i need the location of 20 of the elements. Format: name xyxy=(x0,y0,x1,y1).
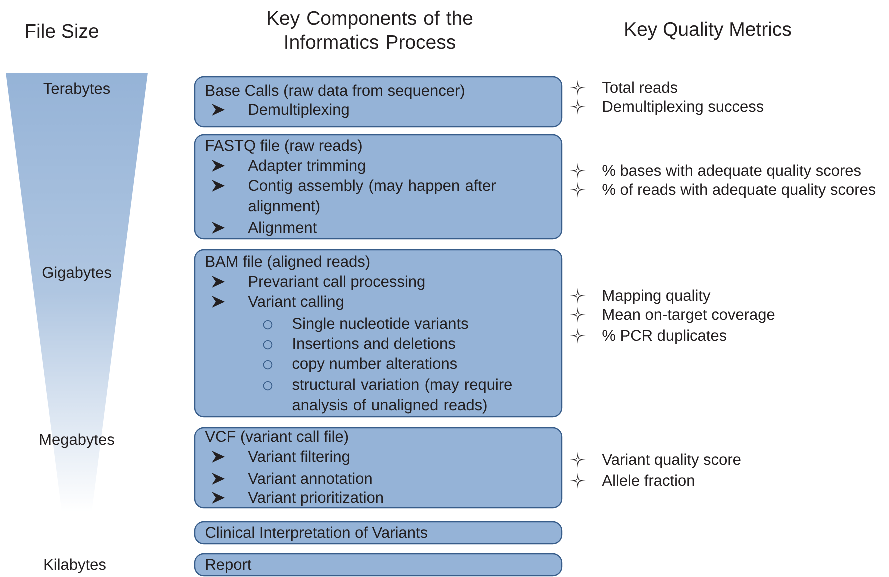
process-box: Base Calls (raw data from sequencer) Demultiplexing xyxy=(194,76,563,128)
metric-text: Demultiplexing success xyxy=(603,100,764,116)
metric-text: Mapping quality xyxy=(603,290,711,304)
metric-text: Mean on-target coverage xyxy=(603,309,775,324)
column-heading: File Size xyxy=(26,24,98,38)
metric-text: % of reads with adequate quality scores xyxy=(602,184,876,198)
process-box: Report xyxy=(194,553,563,577)
process-box: FASTQ file (raw reads) Adapter trimming Contig assembly (may happen after alignment) Alignment xyxy=(194,134,563,240)
column-heading: Key Quality Metrics xyxy=(626,22,792,40)
column-heading: Key Components of the Informatics Process xyxy=(268,10,473,50)
metric-text: Total reads xyxy=(602,82,678,94)
process-box: VCF (variant call file) Variant filtering Variant annotation Variant prioritization xyxy=(194,427,563,509)
funnel-drawing: Terabytes Gigabytes Megabytes xyxy=(40,82,114,448)
metric-text: Variant quality score xyxy=(602,454,741,468)
metric-text: Allele fraction xyxy=(602,474,694,486)
size-label: Kilabytes xyxy=(44,558,106,574)
metric-text: % PCR duplicates xyxy=(602,330,727,344)
metric-text: % bases with adequate quality scores xyxy=(602,164,861,180)
process-box: BAM file (aligned reads) Prevariant call processing Variant calling Single nucleotide variants Insertions and deletions copy number alterations structural variation (may require analysis of unaligned reads) xyxy=(194,249,563,418)
process-box: Clinical Interpretation of Variants xyxy=(194,521,563,545)
